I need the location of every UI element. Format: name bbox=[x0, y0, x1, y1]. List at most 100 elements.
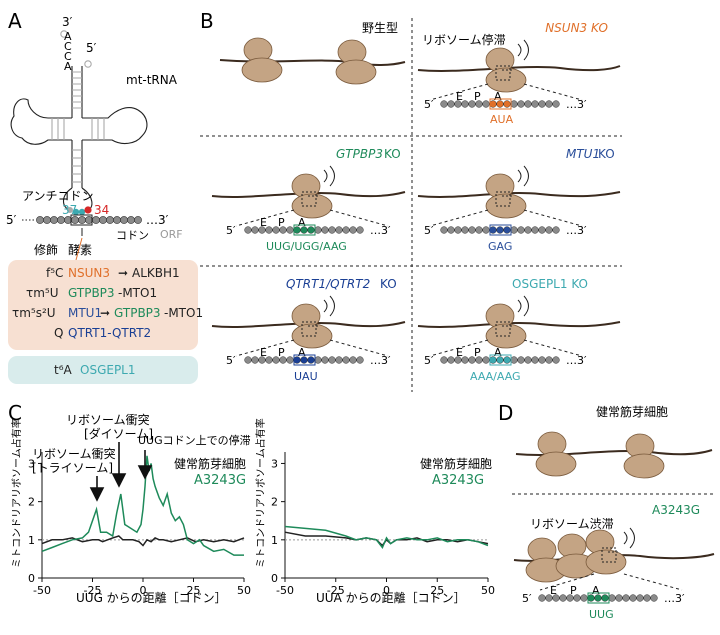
y-tick-label: 0 bbox=[271, 572, 278, 585]
codon-bead bbox=[356, 356, 364, 364]
y-tick-label: 0 bbox=[28, 572, 35, 585]
mod-q: Q bbox=[54, 326, 64, 340]
codon-bead bbox=[440, 100, 448, 108]
codon-bead bbox=[244, 356, 252, 364]
b-nsun3-codon: AUA bbox=[490, 113, 514, 126]
codon-bead bbox=[265, 226, 273, 234]
series-line-a3243g bbox=[284, 525, 489, 549]
codon-bead bbox=[335, 356, 343, 364]
codon-bead bbox=[629, 594, 637, 602]
codon-bead bbox=[293, 226, 301, 234]
site-e: E bbox=[260, 216, 267, 229]
b-stall-label: リボソーム停滞 bbox=[422, 32, 506, 47]
codon-bead bbox=[258, 226, 266, 234]
codon-bead bbox=[314, 226, 322, 234]
b-gtpbp3-codon: UUG/UGG/AAG bbox=[266, 240, 347, 253]
codon-bead bbox=[447, 100, 455, 108]
b-gtpbp3-title-gene: GTPBP3 bbox=[336, 147, 383, 161]
codon-bead bbox=[489, 356, 497, 364]
c2-legend-mut: A3243G bbox=[432, 473, 484, 488]
d-wildtype bbox=[515, 431, 713, 479]
codon-bead bbox=[328, 226, 336, 234]
strand-5prime: 5′ bbox=[226, 354, 236, 367]
codon-bead bbox=[454, 356, 462, 364]
x-tick-label: 25 bbox=[187, 584, 201, 597]
site-a: A bbox=[592, 584, 600, 597]
ann-uug-stall: UUGコドン上での停滞 bbox=[138, 433, 251, 447]
codon-bead bbox=[531, 100, 539, 108]
mod-tm5s2u: τm⁵s²U bbox=[12, 306, 56, 320]
codon-bead bbox=[552, 356, 560, 364]
orf-label: ORF bbox=[160, 228, 183, 241]
site-p: P bbox=[278, 346, 285, 359]
enzyme-qtrt: QTRT1-QTRT2 bbox=[68, 326, 152, 340]
codon-bead bbox=[601, 594, 609, 602]
codon-beads bbox=[440, 356, 560, 364]
d-jam-label: リボソーム渋滞 bbox=[530, 517, 614, 531]
codon-bead bbox=[510, 356, 518, 364]
site-a: A bbox=[298, 216, 306, 229]
ann-disome: [ダイソーム] bbox=[84, 426, 153, 441]
acca-a1: A bbox=[64, 30, 72, 43]
pointer-line bbox=[75, 237, 83, 261]
codon-bead bbox=[538, 594, 546, 602]
codon-bead bbox=[538, 226, 546, 234]
x-tick-label: 25 bbox=[430, 584, 444, 597]
enzyme-osgepl1: OSGEPL1 bbox=[80, 363, 136, 377]
codon-bead bbox=[440, 356, 448, 364]
row-t6a: t⁶A OSGEPL1 bbox=[54, 363, 136, 377]
codon-beads bbox=[538, 594, 658, 602]
codon-bead bbox=[251, 226, 259, 234]
d-ribosome-jam bbox=[513, 527, 715, 591]
codon-bead bbox=[300, 356, 308, 364]
x-tick-label: 50 bbox=[237, 584, 251, 597]
enzyme-mto1: -MTO1 bbox=[118, 286, 158, 300]
x-tick-label: -50 bbox=[276, 584, 294, 597]
strand-3prime: …3′ bbox=[566, 98, 587, 111]
b-osgepl1-codons: E P A 5′ …3′ AAA/AAG bbox=[424, 346, 587, 383]
trna-structure bbox=[10, 30, 148, 211]
x-tick-label: 0 bbox=[140, 584, 147, 597]
codon-bead bbox=[496, 356, 504, 364]
b-qtrt-codons: E P A 5′ …3′ UAU bbox=[226, 346, 391, 383]
codon-bead bbox=[545, 100, 553, 108]
enzyme-gtpbp3-2: GTPBP3 bbox=[114, 306, 161, 320]
mod-t6a: t⁶A bbox=[54, 363, 72, 377]
site-a: A bbox=[494, 346, 502, 359]
codon-bead bbox=[517, 226, 525, 234]
site-a: A bbox=[298, 346, 306, 359]
codon-bead bbox=[552, 100, 560, 108]
codon-bead bbox=[517, 100, 525, 108]
b-qtrt-ribosome bbox=[211, 295, 406, 357]
codon-bead bbox=[251, 356, 259, 364]
d-codon: UUG bbox=[589, 608, 614, 621]
y-tick-label: 2 bbox=[271, 496, 278, 509]
x-tick-label: -25 bbox=[84, 584, 102, 597]
codon-bead bbox=[545, 356, 553, 364]
codon-bead bbox=[580, 594, 588, 602]
mod-f5c: f⁵C bbox=[46, 266, 64, 280]
site-e: E bbox=[550, 584, 557, 597]
x-tick-label: 0 bbox=[383, 584, 390, 597]
site-a: A bbox=[494, 90, 502, 103]
codon-bead bbox=[461, 356, 469, 364]
codon-bead bbox=[510, 100, 518, 108]
codon-bead bbox=[524, 356, 532, 364]
panel-d-letter: D bbox=[498, 401, 513, 425]
codon-bead bbox=[321, 356, 329, 364]
codon-bead bbox=[349, 226, 357, 234]
codon-bead bbox=[503, 226, 511, 234]
x-tick-label: 50 bbox=[481, 584, 495, 597]
a-strand-5prime: 5′ bbox=[6, 213, 17, 227]
codon-bead bbox=[454, 100, 462, 108]
row-q: Q QTRT1-QTRT2 bbox=[54, 326, 151, 340]
codon-bead bbox=[461, 100, 469, 108]
codon-bead bbox=[587, 594, 595, 602]
site-e: E bbox=[456, 90, 463, 103]
panel-b-dividers bbox=[200, 18, 622, 392]
c1-legend-wt: 健常筋芽細胞 bbox=[174, 456, 246, 471]
trna-beads bbox=[67, 206, 92, 216]
arrow-icon: ➞ bbox=[118, 266, 129, 280]
y-tick-label: 2 bbox=[28, 496, 35, 509]
b-gtpbp3-ribosome bbox=[211, 165, 406, 227]
